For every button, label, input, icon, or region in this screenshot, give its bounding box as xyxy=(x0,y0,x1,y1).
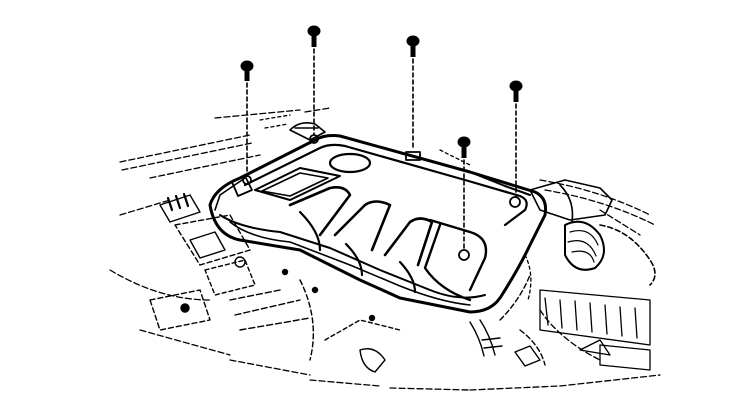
detail-strokes xyxy=(259,114,532,301)
bolt-2 xyxy=(307,25,321,135)
engine-cover xyxy=(208,122,547,314)
bolt-4 xyxy=(457,136,471,251)
bolt-hole-2 xyxy=(309,134,319,144)
air-intake-hose xyxy=(529,179,656,286)
bolt-hole-5 xyxy=(509,196,521,208)
left-components xyxy=(149,192,401,373)
bolt-hole-4 xyxy=(458,249,470,261)
bolt-1 xyxy=(240,60,254,177)
bolt-3 xyxy=(406,35,420,151)
lower-hoses xyxy=(469,274,546,367)
radiator-grille xyxy=(539,289,651,371)
bolt-5 xyxy=(509,80,523,197)
bolt-hole-3 xyxy=(405,151,421,161)
engine-bay-outline xyxy=(109,107,661,391)
